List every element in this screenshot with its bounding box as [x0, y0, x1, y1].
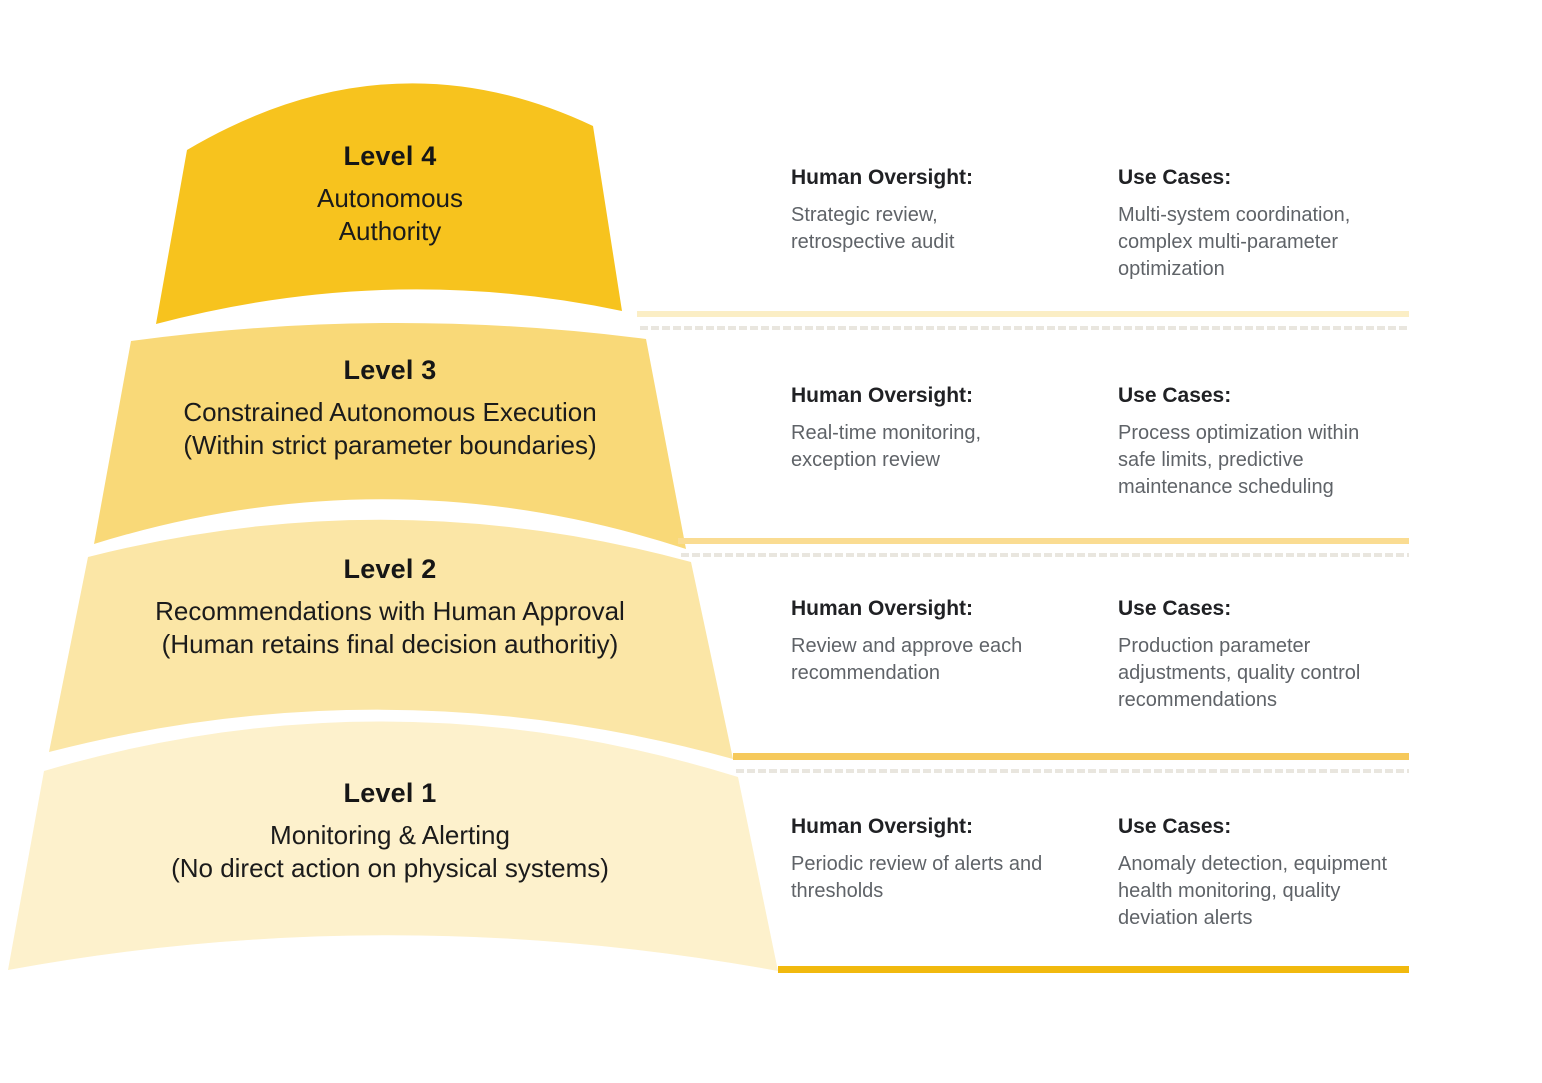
divider-echo-level-3	[681, 553, 1409, 557]
use-cases-text: Anomaly detection, equipment health moni…	[1118, 853, 1388, 929]
divider-line-level-4	[637, 311, 1409, 317]
divider-echo-level-2	[736, 769, 1409, 773]
human-oversight-heading: Human Oversight:	[791, 597, 974, 620]
divider-line-level-1	[778, 966, 1409, 973]
human-oversight-heading: Human Oversight:	[791, 384, 974, 407]
pyramid-segment-level-2	[49, 519, 733, 759]
pyramid-segment-level-4	[156, 83, 622, 324]
pyramid-segment-level-1	[8, 721, 778, 971]
human-oversight-heading: Human Oversight:	[791, 166, 974, 189]
use-cases-heading: Use Cases:	[1118, 166, 1232, 189]
divider-line-level-3	[678, 538, 1409, 544]
use-cases-heading: Use Cases:	[1118, 384, 1232, 407]
use-cases-heading: Use Cases:	[1118, 815, 1232, 838]
human-oversight-text: Review and approve each recommendation	[791, 635, 1023, 684]
use-cases-heading: Use Cases:	[1118, 597, 1232, 620]
use-cases-text: Process optimization within safe limits,…	[1118, 422, 1360, 498]
human-oversight-text: Periodic review of alerts and thresholds	[791, 853, 1043, 902]
human-oversight-text: Strategic review, retrospective audit	[791, 204, 955, 253]
use-cases-text: Multi-system coordination, complex multi…	[1118, 204, 1351, 280]
human-oversight-heading: Human Oversight:	[791, 815, 974, 838]
use-cases-text: Production parameter adjustments, qualit…	[1118, 635, 1361, 711]
pyramid-segment-level-3	[94, 322, 686, 549]
human-oversight-text: Real-time monitoring, exception review	[791, 422, 982, 471]
divider-echo-level-4	[640, 326, 1409, 330]
divider-line-level-2	[733, 753, 1409, 760]
